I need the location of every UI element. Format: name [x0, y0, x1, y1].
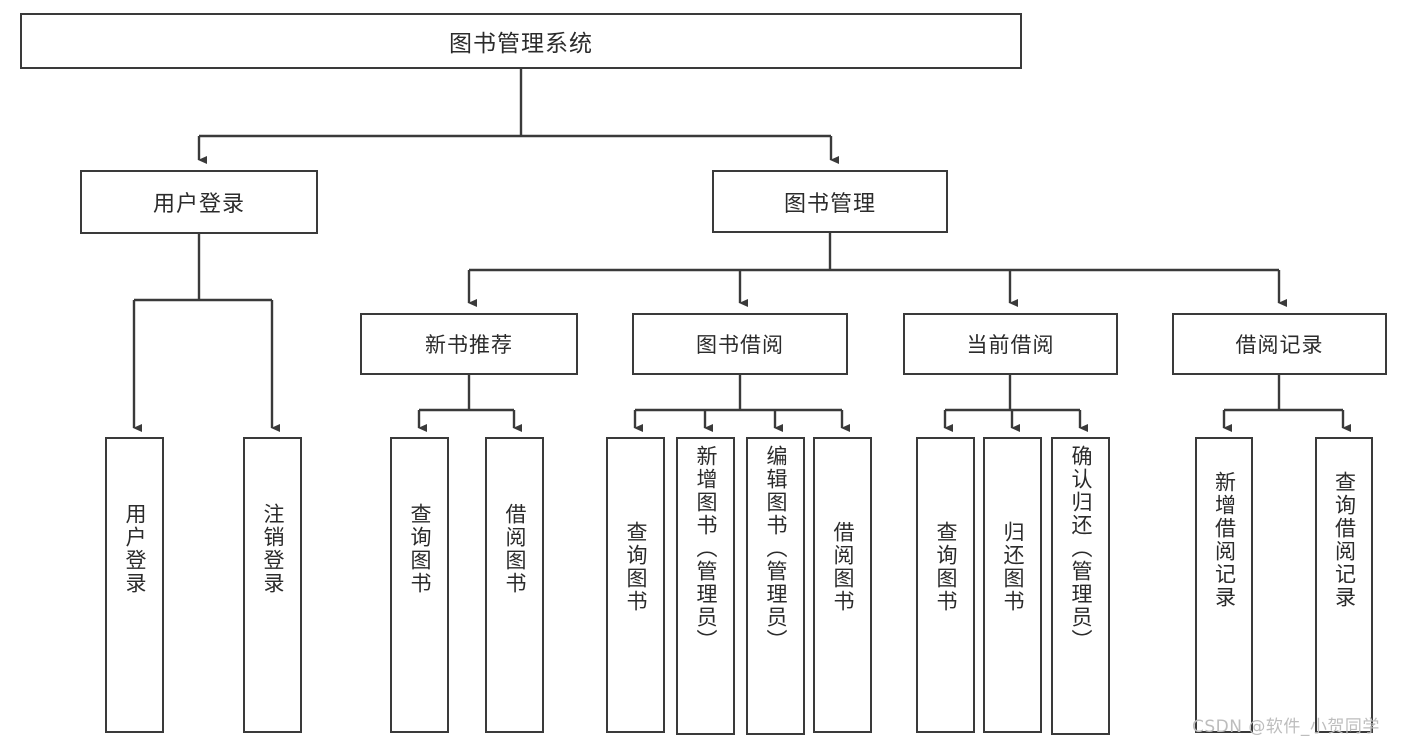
leaf-label: 注销登录 — [260, 503, 285, 595]
leaf-label: 查询借阅记录 — [1332, 471, 1357, 609]
leaf-label: 归还图书 — [1000, 521, 1025, 613]
node-book-management-label: 图书管理 — [783, 191, 876, 217]
leaf-record-query[interactable]: 查询借阅记录 — [1315, 437, 1373, 733]
leaf-new-book-borrow[interactable]: 借阅图书 — [485, 437, 544, 733]
leaf-label: 查询图书 — [407, 503, 432, 595]
leaf-new-book-query[interactable]: 查询图书 — [390, 437, 449, 733]
leaf-label: 借阅图书 — [830, 521, 855, 613]
leaf-record-add[interactable]: 新增借阅记录 — [1195, 437, 1253, 733]
leaf-borrow-add-book-admin[interactable]: 新增图书（管理员） — [676, 437, 735, 735]
node-root[interactable]: 图书管理系统 — [20, 13, 1022, 69]
node-book-borrow[interactable]: 图书借阅 — [632, 313, 848, 375]
leaf-label: 确认归还（管理员） — [1068, 445, 1093, 652]
csdn-watermark: CSDN @软件_小贺同学 — [1192, 717, 1380, 737]
leaf-label: 新增图书（管理员） — [693, 445, 718, 652]
leaf-current-confirm-return-admin[interactable]: 确认归还（管理员） — [1051, 437, 1110, 735]
node-current-borrow-label: 当前借阅 — [966, 333, 1055, 357]
leaf-label: 编辑图书（管理员） — [763, 445, 788, 652]
node-new-book-recommend-label: 新书推荐 — [425, 333, 513, 357]
leaf-label: 用户登录 — [122, 503, 147, 595]
node-user-login[interactable]: 用户登录 — [80, 170, 318, 234]
node-user-login-label: 用户登录 — [152, 192, 245, 217]
leaf-user-login-logout[interactable]: 注销登录 — [243, 437, 302, 733]
node-book-borrow-label: 图书借阅 — [696, 333, 784, 357]
node-root-label: 图书管理系统 — [449, 31, 593, 57]
leaf-label: 新增借阅记录 — [1212, 471, 1237, 609]
leaf-label: 查询图书 — [933, 521, 958, 613]
node-current-borrow[interactable]: 当前借阅 — [903, 313, 1118, 375]
node-book-management[interactable]: 图书管理 — [712, 170, 948, 233]
leaf-borrow-edit-book-admin[interactable]: 编辑图书（管理员） — [746, 437, 805, 735]
node-borrow-record-label: 借阅记录 — [1235, 333, 1324, 357]
node-new-book-recommend[interactable]: 新书推荐 — [360, 313, 578, 375]
leaf-current-return-book[interactable]: 归还图书 — [983, 437, 1042, 733]
node-borrow-record[interactable]: 借阅记录 — [1172, 313, 1387, 375]
leaf-label: 借阅图书 — [502, 503, 527, 595]
leaf-borrow-borrow-book[interactable]: 借阅图书 — [813, 437, 872, 733]
leaf-user-login-login[interactable]: 用户登录 — [105, 437, 164, 733]
leaf-borrow-query-book[interactable]: 查询图书 — [606, 437, 665, 733]
leaf-current-query-book[interactable]: 查询图书 — [916, 437, 975, 733]
leaf-label: 查询图书 — [623, 521, 648, 613]
